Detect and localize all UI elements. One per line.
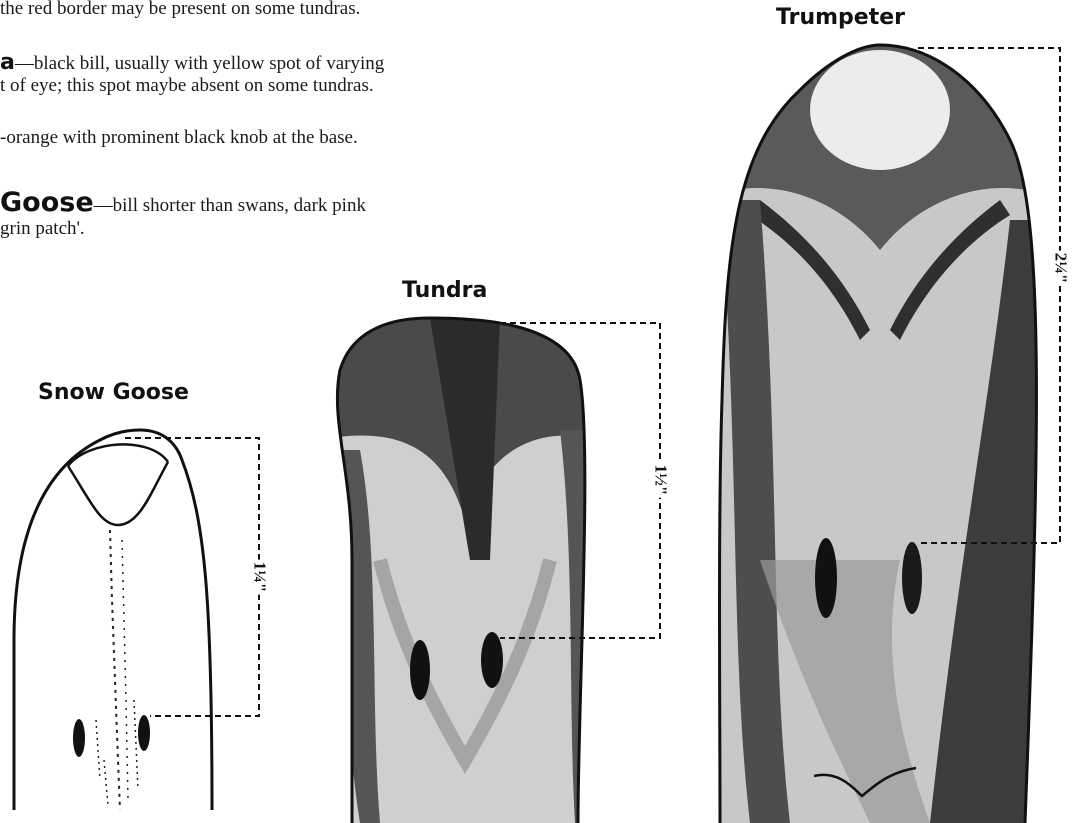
- description-line-3-text: t of eye; this spot maybe absent on some…: [0, 75, 374, 96]
- description-line-2: a—black bill, usually with yellow spot o…: [0, 52, 384, 75]
- snow-goose-description: —bill shorter than swans, dark pink: [94, 195, 366, 216]
- description-line-4: -orange with prominent black knob at the…: [0, 127, 358, 149]
- snow-goose-measurement-bracket: [125, 438, 259, 716]
- description-line-1-text: the red border may be present on some tu…: [0, 0, 360, 19]
- snow-goose-measurement-label: 1¼": [249, 560, 269, 595]
- description-line-4-text: -orange with prominent black knob at the…: [0, 127, 358, 148]
- description-line-1: the red border may be present on some tu…: [0, 0, 360, 20]
- tundra-bill-drawing: [320, 310, 600, 823]
- tundra-measurement-label: 1½": [650, 463, 670, 498]
- trumpeter-measurement-label: 2¼": [1050, 251, 1070, 286]
- snow-goose-lead-label: Goose: [0, 187, 94, 218]
- trumpeter-bill-drawing: [700, 40, 1060, 823]
- trumpeter-title: Trumpeter: [776, 5, 905, 30]
- snow-goose-title: Snow Goose: [38, 380, 189, 405]
- description-line-5: Goose—bill shorter than swans, dark pink: [0, 192, 366, 217]
- description-line-3: t of eye; this spot maybe absent on some…: [0, 75, 374, 97]
- tundra-description: —black bill, usually with yellow spot of…: [15, 53, 384, 74]
- description-line-6: grin patch'.: [0, 218, 85, 240]
- tundra-lead-label: a: [0, 50, 15, 75]
- tundra-title: Tundra: [402, 278, 487, 303]
- description-line-6-text: grin patch'.: [0, 218, 85, 239]
- snow-goose-bill-drawing: [14, 430, 212, 810]
